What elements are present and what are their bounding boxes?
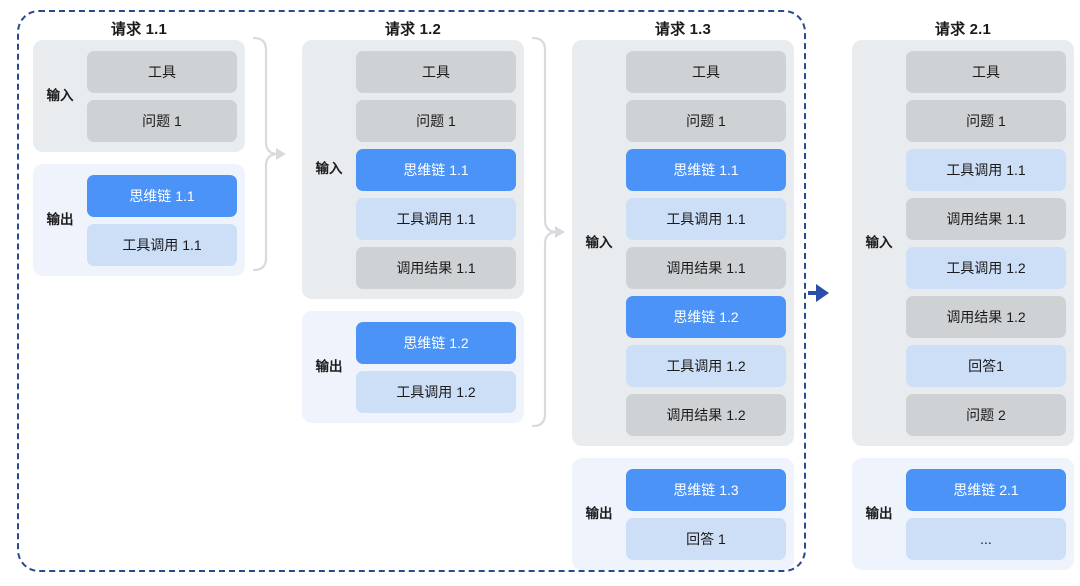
list-item[interactable]: 工具调用 1.1 <box>87 223 237 266</box>
list-item[interactable]: 调用结果 1.1 <box>906 197 1066 240</box>
list-item[interactable]: 工具 <box>87 50 237 93</box>
input-row-list: 工具 问题 1 思维链 1.1 工具调用 1.1 调用结果 1.1 <box>356 44 524 296</box>
request-column-1-3: 请求 1.3 输入 工具 问题 1 思维链 1.1 工具调用 1.1 调用结果 … <box>572 0 794 586</box>
output-panel: 输出 思维链 1.2 工具调用 1.2 <box>302 311 524 423</box>
list-item[interactable]: 回答 1 <box>626 517 786 560</box>
list-item[interactable]: 工具调用 1.2 <box>356 370 516 413</box>
output-label: 输出 <box>315 358 343 374</box>
input-panel: 输入 工具 问题 1 思维链 1.1 工具调用 1.1 调用结果 1.1 思维链… <box>572 40 794 446</box>
list-item[interactable]: 问题 2 <box>906 393 1066 436</box>
output-row-list: 思维链 2.1 ... <box>906 462 1074 567</box>
list-item[interactable]: 调用结果 1.1 <box>626 246 786 289</box>
output-label: 输出 <box>585 505 613 521</box>
next-session-arrow-icon <box>808 284 829 302</box>
input-panel: 输入 工具 问题 1 思维链 1.1 工具调用 1.1 调用结果 1.1 <box>302 40 524 299</box>
list-item[interactable]: 思维链 2.1 <box>906 468 1066 511</box>
list-item[interactable]: 思维链 1.2 <box>626 295 786 338</box>
list-item[interactable]: 工具 <box>906 50 1066 93</box>
list-item[interactable]: 问题 1 <box>356 99 516 142</box>
request-column-1-1: 请求 1.1 输入 工具 问题 1 输出 思维链 1.1 工具调用 1.1 <box>33 0 245 586</box>
list-item[interactable]: 调用结果 1.2 <box>626 393 786 436</box>
list-item[interactable]: 思维链 1.1 <box>87 174 237 217</box>
list-item[interactable]: 工具 <box>626 50 786 93</box>
output-panel: 输出 思维链 2.1 ... <box>852 458 1074 570</box>
input-label: 输入 <box>315 161 343 177</box>
column-title: 请求 2.1 <box>934 21 992 38</box>
list-item[interactable]: 工具调用 1.1 <box>356 197 516 240</box>
input-row-list: 工具 问题 1 <box>87 44 245 149</box>
list-item[interactable]: 问题 1 <box>906 99 1066 142</box>
output-label: 输出 <box>865 505 893 521</box>
session-boundary <box>17 10 806 572</box>
input-row-list: 工具 问题 1 工具调用 1.1 调用结果 1.1 工具调用 1.2 调用结果 … <box>906 44 1074 443</box>
list-item[interactable]: 调用结果 1.1 <box>356 246 516 289</box>
request-column-2-1: 请求 2.1 输入 工具 问题 1 工具调用 1.1 调用结果 1.1 工具调用… <box>852 0 1074 586</box>
input-panel: 输入 工具 问题 1 工具调用 1.1 调用结果 1.1 工具调用 1.2 调用… <box>852 40 1074 446</box>
list-item[interactable]: 调用结果 1.2 <box>906 295 1066 338</box>
list-item[interactable]: 问题 1 <box>626 99 786 142</box>
list-item[interactable]: ... <box>906 517 1066 560</box>
list-item[interactable]: 思维链 1.3 <box>626 468 786 511</box>
output-row-list: 思维链 1.1 工具调用 1.1 <box>87 168 245 273</box>
list-item[interactable]: 工具调用 1.1 <box>626 197 786 240</box>
input-label: 输入 <box>865 234 893 250</box>
list-item[interactable]: 工具调用 1.2 <box>906 246 1066 289</box>
list-item[interactable]: 思维链 1.2 <box>356 321 516 364</box>
input-panel: 输入 工具 问题 1 <box>33 40 245 152</box>
list-item[interactable]: 思维链 1.1 <box>356 148 516 191</box>
list-item[interactable]: 回答1 <box>906 344 1066 387</box>
list-item[interactable]: 工具 <box>356 50 516 93</box>
output-row-list: 思维链 1.2 工具调用 1.2 <box>356 315 524 420</box>
list-item[interactable]: 工具调用 1.2 <box>626 344 786 387</box>
column-title: 请求 1.2 <box>384 21 442 38</box>
output-row-list: 思维链 1.3 回答 1 <box>626 462 794 567</box>
list-item[interactable]: 思维链 1.1 <box>626 148 786 191</box>
output-label: 输出 <box>46 211 74 227</box>
list-item[interactable]: 问题 1 <box>87 99 237 142</box>
column-title: 请求 1.1 <box>110 21 168 38</box>
column-title: 请求 1.3 <box>654 21 712 38</box>
request-column-1-2: 请求 1.2 输入 工具 问题 1 思维链 1.1 工具调用 1.1 调用结果 … <box>302 0 524 586</box>
input-label: 输入 <box>46 87 74 103</box>
output-panel: 输出 思维链 1.1 工具调用 1.1 <box>33 164 245 276</box>
list-item[interactable]: 工具调用 1.1 <box>906 148 1066 191</box>
input-row-list: 工具 问题 1 思维链 1.1 工具调用 1.1 调用结果 1.1 思维链 1.… <box>626 44 794 443</box>
output-panel: 输出 思维链 1.3 回答 1 <box>572 458 794 570</box>
input-label: 输入 <box>585 234 613 250</box>
